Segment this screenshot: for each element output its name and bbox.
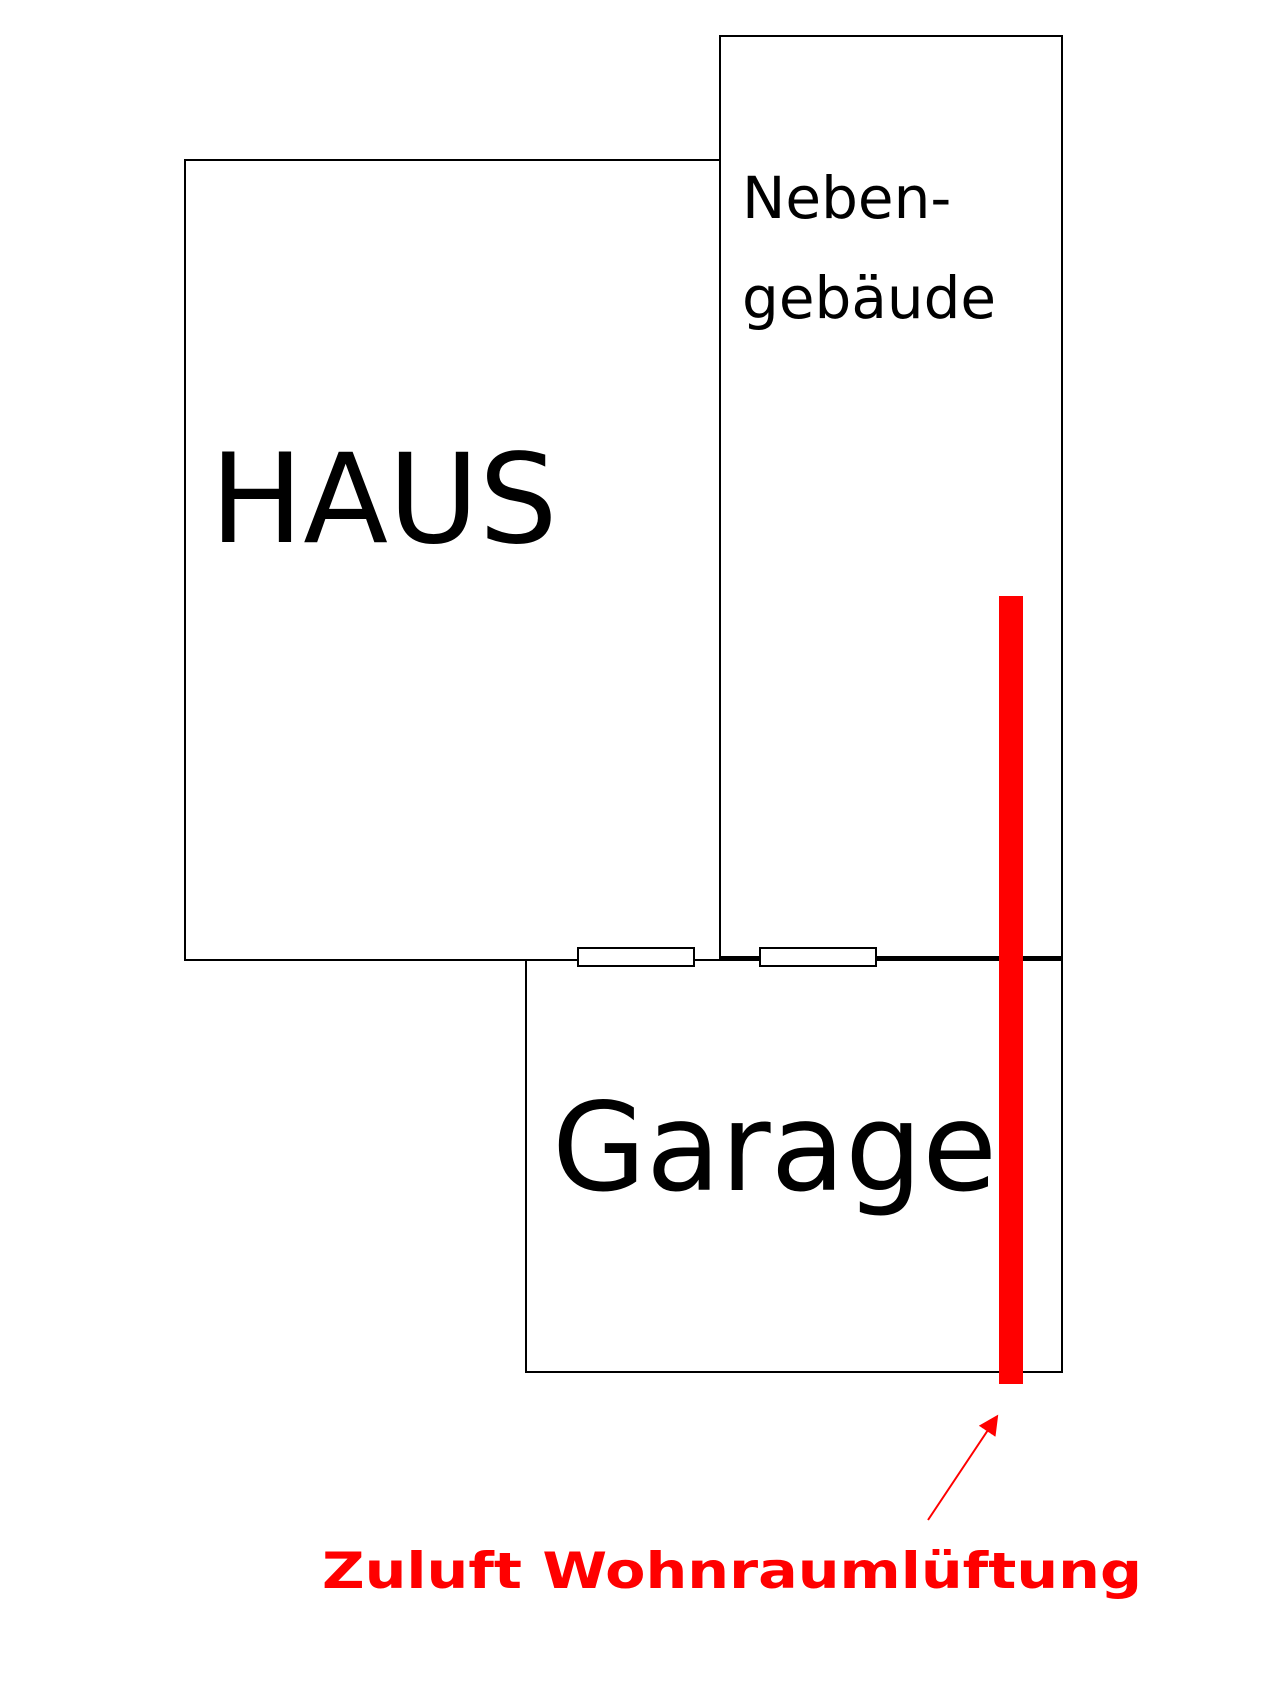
garage-label: Garage bbox=[552, 1077, 997, 1219]
haus-label: HAUS bbox=[210, 428, 558, 572]
annotation-arrow bbox=[927, 1414, 999, 1521]
annotation-label: Zuluft Wohnraumlüftung bbox=[322, 1542, 1142, 1600]
door-haus-garage bbox=[577, 947, 695, 967]
nebengebaeude-label-line1: Neben- bbox=[742, 164, 951, 232]
door-nebengebaeude-garage bbox=[759, 947, 877, 967]
nebengebaeude-label-line2: gebäude bbox=[742, 264, 996, 332]
ventilation-duct bbox=[999, 596, 1023, 1384]
